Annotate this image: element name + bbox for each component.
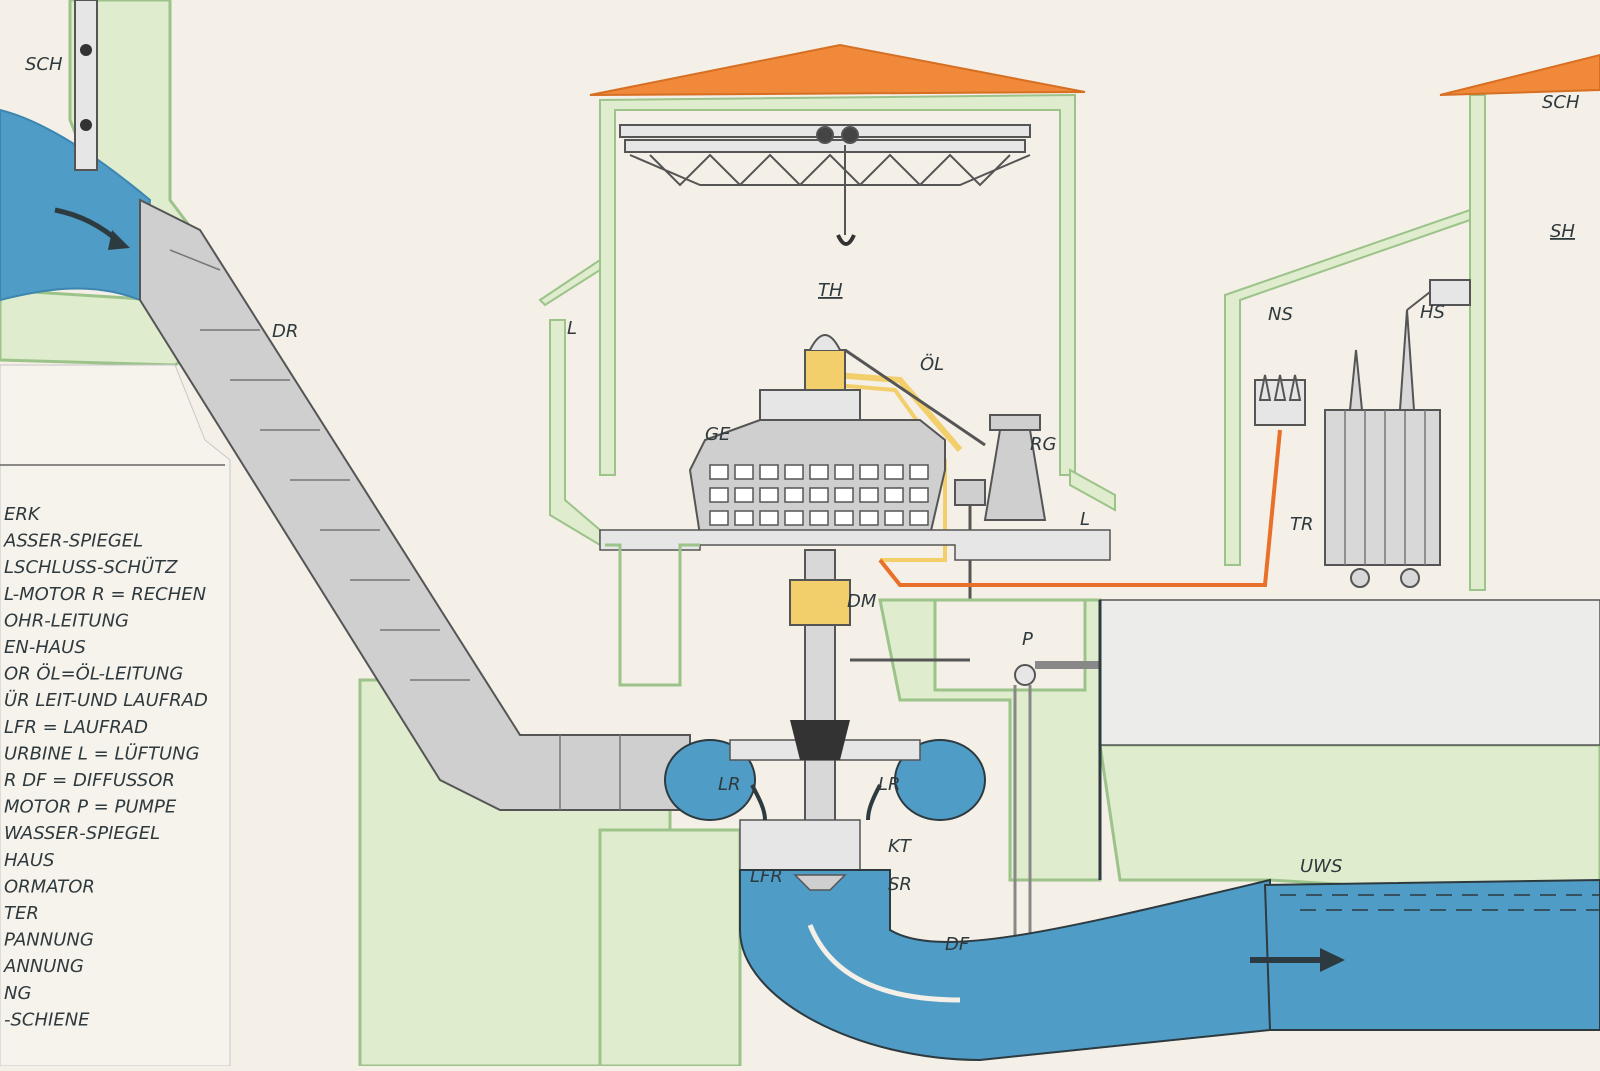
draft-tube [739,869,1271,1062]
penstock-segments [169,249,621,810]
legend-line: ORMATOR [4,876,95,897]
gate-wheel-1 [80,44,92,56]
legend-panel [0,364,231,1067]
label-kt: KT [888,836,913,857]
high-voltage-insulator [1406,279,1471,311]
floor-slab [599,529,1111,561]
switch-house-roof [1439,53,1600,96]
lower-room [605,543,700,687]
flow-arrow-in-head [108,230,130,250]
transformer [1324,309,1441,588]
label-lr-left: LR [718,774,741,795]
label-tr: TR [1290,514,1314,535]
lower-ground-right [1098,743,1600,902]
runner-hub [793,874,847,891]
legend-line: ERK [4,504,41,525]
label-sch-left: SCH [25,54,63,75]
turbine-house-roof [589,43,1086,96]
label-hs: HS [1420,302,1445,323]
legend-line: WASSER-SPIEGEL [4,823,160,844]
label-l-left: L [567,318,577,339]
label-p: P [1022,629,1033,650]
legend-line: -SCHIENE [4,1009,90,1030]
overhead-crane [619,124,1031,246]
legend-line: HAUS [4,850,54,871]
gate-shaft [74,0,98,171]
legend-line: ANNUNG [3,956,84,977]
spiral-casing [664,720,986,871]
label-rg: RG [1030,434,1057,455]
lr-arrow-right [866,784,882,821]
generator [688,334,946,536]
legend-line: ASSER-SPIEGEL [3,531,143,552]
label-oel: ÖL [920,353,944,375]
legend: ERK ASSER-SPIEGEL LSCHLUSS-SCHÜTZ L-MOTOR R… [3,504,208,1030]
legend-line: EN-HAUS [4,637,86,658]
diffusor-vane [807,924,961,1003]
label-lr-right: LR [878,774,901,795]
switch-house-column [1469,94,1486,591]
legend-line: R DF = DIFFUSSOR [4,770,175,791]
tailwater-ripples [1280,894,1600,911]
power-cable [878,429,1282,587]
label-sh: SH [1550,221,1575,242]
generator-windows [709,464,929,526]
low-voltage-bushing [1254,374,1306,426]
right-foundation [1099,599,1600,746]
left-annex-roof [538,258,601,307]
legend-line: LFR = LAUFRAD [4,717,148,738]
legend-line: PANNUNG [4,930,94,951]
legend-line: L-MOTOR R = RECHEN [4,584,206,605]
legend-line: TER [4,903,39,924]
label-sch-right: SCH [1542,92,1580,113]
dm-unit [789,579,851,626]
label-l-right: L [1080,509,1090,530]
label-sr: SR [888,874,912,895]
right-vent [1069,468,1116,512]
legend-line: URBINE L = LÜFTUNG [4,742,200,764]
turbine-house-walls [599,93,1076,476]
legend-line: OR ÖL=ÖL-LEITUNG [4,663,183,685]
pump [1014,664,1036,686]
label-uws: UWS [1300,856,1342,877]
label-dr: DR [272,321,298,342]
oil-line [834,372,963,452]
lower-ground-center [598,828,742,1068]
gate-wheel-2 [80,119,92,131]
legend-line: ÜR LEIT-UND LAUFRAD [4,689,208,711]
label-lfr: LFR [750,866,783,887]
label-ge: GE [705,424,731,445]
label-df: DF [945,934,970,955]
legend-line: LSCHLUSS-SCHÜTZ [4,556,178,578]
tailwater [1263,878,1600,1031]
label-th: TH [818,280,843,301]
legend-line: OHR-LEITUNG [4,610,129,631]
label-ns: NS [1268,304,1293,325]
flow-arrow-out-head [1320,948,1345,972]
legend-line: NG [4,983,31,1004]
label-dm: DM [847,591,877,612]
legend-line: MOTOR P = PUMPE [4,797,177,818]
lr-arrow-left [750,784,767,821]
pump-room [933,598,1087,692]
labels: SCH DR TH ÖL GE RG L L DM P LR LR KT LFR… [25,54,1580,955]
